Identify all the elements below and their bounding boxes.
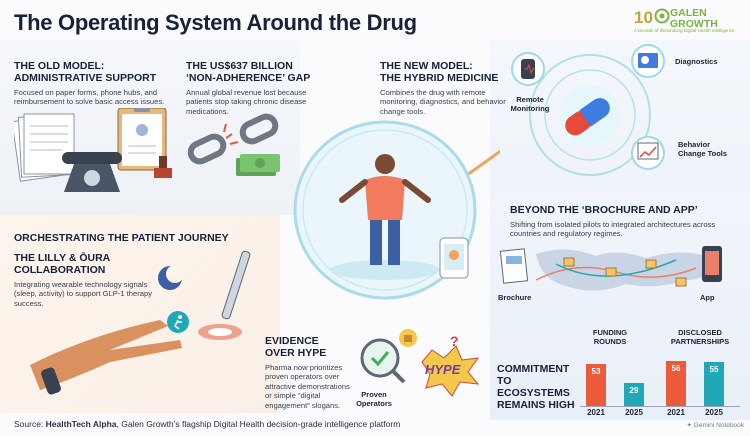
behavior-change-icon: [631, 136, 665, 170]
broken-chain-illustration: [187, 113, 280, 176]
brand-name: GALEN GROWTH: [670, 7, 718, 30]
network-node-icon: [563, 257, 687, 287]
new-model-heading-1: THE NEW MODEL:: [380, 60, 473, 72]
beyond-section: BEYOND THE ‘BROCHURE AND APP’ Shifting f…: [510, 204, 740, 239]
gap-body: Annual global revenue lost because patie…: [186, 88, 307, 116]
journey-section: ORCHESTRATING THE PATIENT JOURNEY THE LI…: [14, 232, 264, 308]
app-phone-icon: [702, 246, 722, 282]
smartwatch-icon: [511, 52, 545, 86]
wearable-injector-illustration: [30, 250, 251, 395]
beyond-heading: BEYOND THE ‘BROCHURE AND APP’: [510, 204, 698, 216]
bar-1-2025: 55: [704, 362, 724, 406]
svg-text:?: ?: [450, 333, 459, 349]
old-model-section: THE OLD MODEL: ADMINISTRATIVE SUPPORT Fo…: [14, 60, 184, 107]
remote-monitoring-label: Remote Monitoring: [510, 95, 550, 113]
galen-growth-logo-icon: [654, 8, 670, 24]
journey-body: Integrating wearable technology signals …: [14, 280, 153, 308]
bar-label-1-2021: 2021: [667, 408, 685, 417]
brochure-label: Brochure: [498, 293, 532, 302]
brand-tagline: A Decade of Illuminating Digital Health …: [634, 28, 735, 33]
old-model-heading-2: ADMINISTRATIVE SUPPORT: [14, 72, 157, 84]
paper-stack-icon: [14, 113, 75, 182]
hype-word: HYPE: [425, 362, 461, 377]
funding-rounds-label: FUNDING ROUNDS: [592, 328, 628, 346]
new-model-body: Combines the drug with remote monitoring…: [380, 88, 506, 116]
evidence-body: Pharma now prioritizes proven operators …: [265, 363, 350, 410]
money-stack-icon: [236, 154, 280, 176]
new-model-heading-2: THE HYBRID MEDICINE: [380, 72, 499, 84]
hype-burst-icon: ?: [421, 333, 480, 397]
commitment-heading: COMMITMENT TO ECOSYSTEMS REMAINS HIGH: [497, 363, 575, 411]
proven-operators-label: Proven Operators: [356, 390, 392, 408]
gap-section: THE US$637 BILLION ‘NON-ADHERENCE’ GAP A…: [186, 60, 316, 116]
phone-screen-icon: [439, 237, 469, 279]
evidence-heading-2: OVER HYPE: [265, 347, 327, 359]
evidence-illustration: ?: [360, 329, 480, 397]
broken-chain-icon: [187, 113, 279, 165]
activity-runner-icon: [167, 311, 189, 333]
source-footer: Source: HealthTech Alpha, Galen Growth’s…: [14, 419, 401, 429]
journey-sub-2: COLLABORATION: [14, 264, 106, 276]
evidence-heading-1: EVIDENCE: [265, 335, 319, 347]
old-model-heading-1: THE OLD MODEL:: [14, 60, 105, 72]
behavior-change-label: Behavior Change Tools: [678, 140, 728, 158]
journey-heading: ORCHESTRATING THE PATIENT JOURNEY: [14, 232, 229, 244]
telephone-icon: [62, 152, 122, 192]
partnerships-label: DISCLOSED PARTNERSHIPS: [670, 328, 730, 346]
diagnostics-label: Diagnostics: [675, 57, 718, 66]
diagnostics-chart-icon: [631, 44, 665, 78]
commitment-bar-charts: 53 2021 29 2025 56 2021 55 2025: [580, 350, 745, 418]
anniversary-logo: 10: [634, 8, 653, 27]
patient-sphere-illustration: [293, 120, 500, 300]
app-label: App: [700, 293, 715, 302]
paperwork-phone-illustration: [14, 108, 172, 192]
gap-heading-1: THE US$637 BILLION: [186, 60, 293, 72]
clipboard-icon: [117, 108, 167, 171]
gap-heading-2: ‘NON-ADHERENCE’ GAP: [186, 72, 311, 84]
journey-sub-1: THE LILLY & ŌURA: [14, 252, 111, 264]
bar-label-0-2021: 2021: [587, 408, 605, 417]
beyond-body: Shifting from isolated pilots to integra…: [510, 220, 716, 239]
bar-0-2021: 53: [586, 364, 606, 406]
thumbs-up-icon: [399, 329, 417, 347]
new-model-section: THE NEW MODEL: THE HYBRID MEDICINE Combi…: [380, 60, 510, 116]
bar-label-1-2025: 2025: [705, 408, 723, 417]
bar-1-2021: 56: [666, 361, 686, 406]
hybrid-medicine-diagram: [511, 44, 665, 176]
gemini-notebook-badge: ✦ Gemini Notebook: [686, 422, 744, 429]
hand-with-ring-icon: [30, 320, 182, 395]
moon-icon: [158, 265, 184, 290]
evidence-section: EVIDENCE OVER HYPE Pharma now prioritize…: [265, 335, 355, 410]
page-title: The Operating System Around the Drug: [14, 10, 417, 35]
capsule-icon: [565, 98, 610, 136]
bar-label-0-2025: 2025: [625, 408, 643, 417]
stamp-icon: [154, 156, 172, 178]
injector-pen-icon: [198, 250, 251, 340]
chart-baseline: [580, 406, 740, 407]
brochure-icon: [499, 248, 529, 284]
patient-person-icon: [339, 154, 431, 265]
global-network-map: [499, 246, 722, 291]
bar-0-2025: 29: [624, 383, 644, 406]
old-model-body: Focused on paper forms, phone hubs, and …: [14, 88, 165, 107]
magnifying-glass-icon: [360, 338, 406, 384]
